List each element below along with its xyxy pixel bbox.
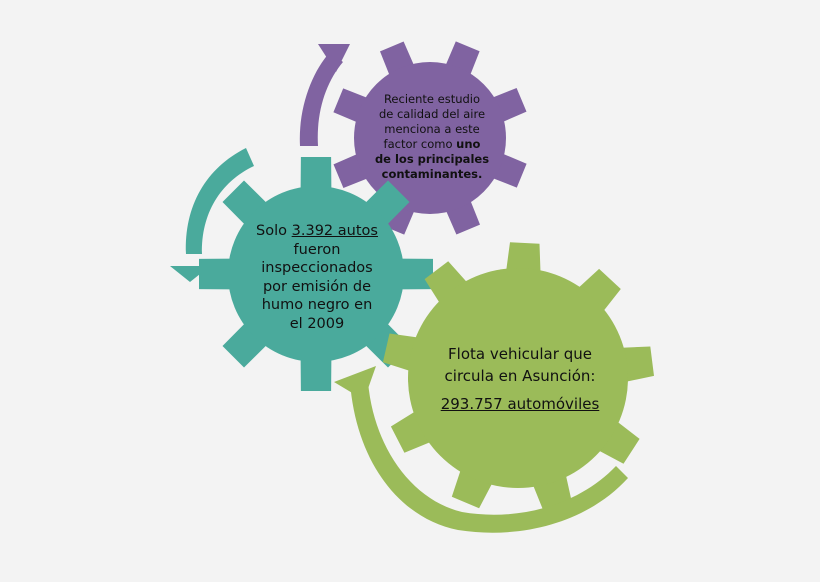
teal-text-highlight: 3.392 autos	[291, 223, 378, 239]
purple-text-line-2: de calidad del aire	[378, 107, 486, 121]
purple-text-line-3: menciona a este	[384, 122, 480, 136]
purple-text-line-5: de los principales	[368, 152, 496, 167]
purple-text-line-4: factor como uno	[368, 137, 496, 152]
teal-text-line-5: humo negro en	[261, 297, 373, 313]
green-gear	[382, 242, 654, 512]
purple-gear	[333, 41, 527, 235]
green-cycle-arrow	[334, 366, 628, 533]
teal-gear-body	[228, 186, 404, 362]
purple-cycle-arrow	[299, 44, 350, 146]
teal-text-line-3: inspeccionados	[261, 260, 373, 276]
green-text-line-1: Flota vehicular que	[448, 345, 592, 363]
teal-cycle-arrow	[170, 148, 254, 282]
teal-gear	[199, 157, 433, 391]
teal-text-line-1: Solo 3.392 autos	[246, 222, 388, 241]
purple-text-line-5-bold: de los principales	[374, 152, 490, 166]
purple-gear-body	[354, 62, 506, 214]
green-gear-text: Flota vehicular que circula en Asunción:…	[436, 343, 604, 415]
teal-text-line-2: fueron	[293, 241, 341, 258]
purple-text-line-6-bold: contaminantes.	[381, 167, 483, 181]
teal-gear-text: Solo 3.392 autos fueron inspeccionados p…	[246, 222, 388, 333]
purple-gear-text: Reciente estudio de calidad del aire men…	[368, 92, 496, 182]
green-text-line-2: circula en Asunción:	[444, 367, 596, 385]
teal-text-line-4: por emisión de	[262, 278, 372, 295]
teal-text-prefix: Solo	[256, 223, 292, 239]
purple-text-line-6: contaminantes.	[368, 167, 496, 182]
teal-text-line-6: el 2009	[289, 315, 345, 332]
green-text-highlight: 293.757 automóviles	[440, 395, 600, 413]
green-gear-body	[408, 268, 628, 488]
purple-text-line-4-plain: factor como	[383, 137, 457, 151]
purple-text-line-1: Reciente estudio	[383, 92, 481, 106]
purple-text-line-4-bold: uno	[456, 137, 481, 151]
